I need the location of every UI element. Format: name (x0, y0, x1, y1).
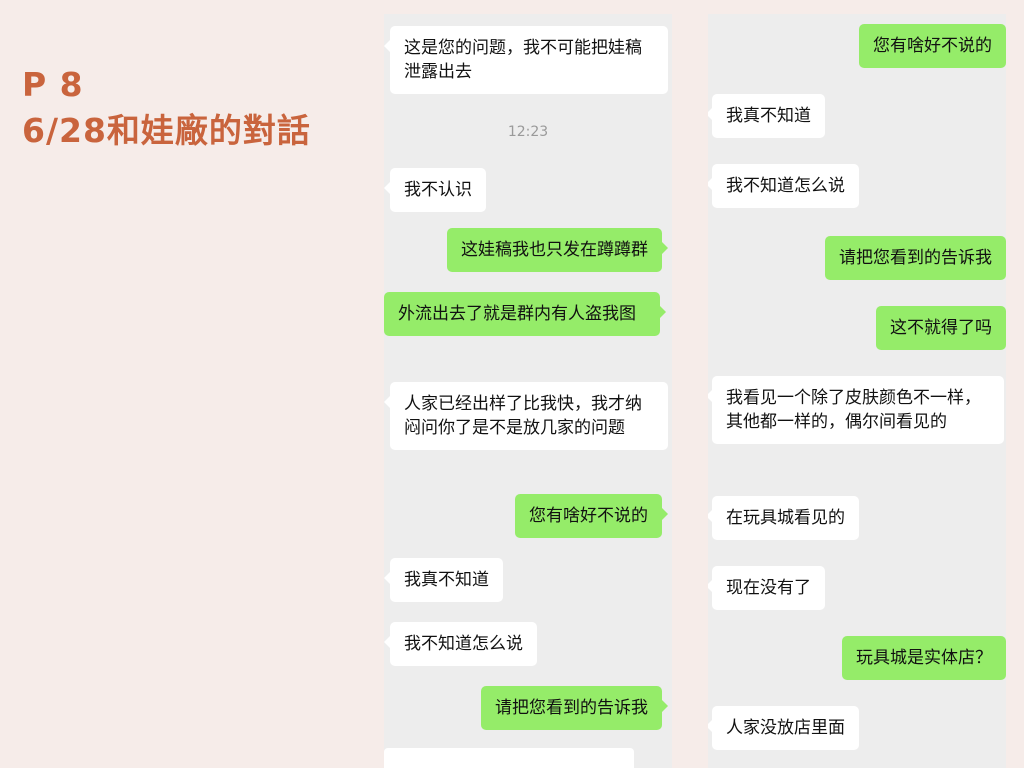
message-bubble-incoming: 我不知道怎么说 (384, 622, 537, 666)
message-bubble-outgoing: 请把您看到的告诉我 (481, 686, 668, 730)
message-bubble-outgoing: 这娃稿我也只发在蹲蹲群 (447, 228, 668, 272)
message-bubble-incoming: 我真不知道 (384, 558, 503, 602)
message-bubble-incoming: 我不认识 (384, 168, 486, 212)
message-bubble-incoming: 我看见一个除了皮肤颜色不一样，其他都一样的，偶尔间看见的 (708, 376, 1004, 444)
slide-subtitle: 6/28和娃廠的對話 (22, 111, 311, 150)
message-bubble-incoming: 我不知道怎么说 (708, 164, 859, 208)
message-bubble-incoming: 人家没放店里面 (708, 706, 859, 750)
message-bubble-incoming: 这是您的问题，我不可能把娃稿泄露出去 (384, 26, 668, 94)
page-number: P 8 (22, 65, 84, 104)
message-bubble-outgoing: 这不就得了吗 (876, 306, 1006, 350)
message-bubble-incoming: 现在没有了 (708, 566, 825, 610)
slide-title: P 8 6/28和娃廠的對話 (22, 62, 311, 154)
chat-screenshot-right: 您有啥好不说的 我真不知道 我不知道怎么说 请把您看到的告诉我 这不就得了吗 我… (708, 14, 1006, 768)
message-bubble-incoming: 人家已经出样了比我快，我才纳闷问你了是不是放几家的问题 (384, 382, 668, 450)
message-bubble-partial (384, 748, 634, 768)
message-bubble-incoming: 我真不知道 (708, 94, 825, 138)
message-bubble-outgoing: 外流出去了就是群内有人盗我图 (384, 292, 666, 336)
message-bubble-outgoing: 请把您看到的告诉我 (825, 236, 1006, 280)
message-bubble-outgoing: 玩具城是实体店？ (842, 636, 1006, 680)
chat-screenshot-left: 这是您的问题，我不可能把娃稿泄露出去 12:23 我不认识 这娃稿我也只发在蹲蹲… (384, 14, 672, 768)
message-bubble-incoming: 在玩具城看见的 (708, 496, 859, 540)
message-timestamp: 12:23 (507, 124, 549, 140)
message-bubble-outgoing: 您有啥好不说的 (859, 24, 1006, 68)
message-bubble-outgoing: 您有啥好不说的 (515, 494, 668, 538)
